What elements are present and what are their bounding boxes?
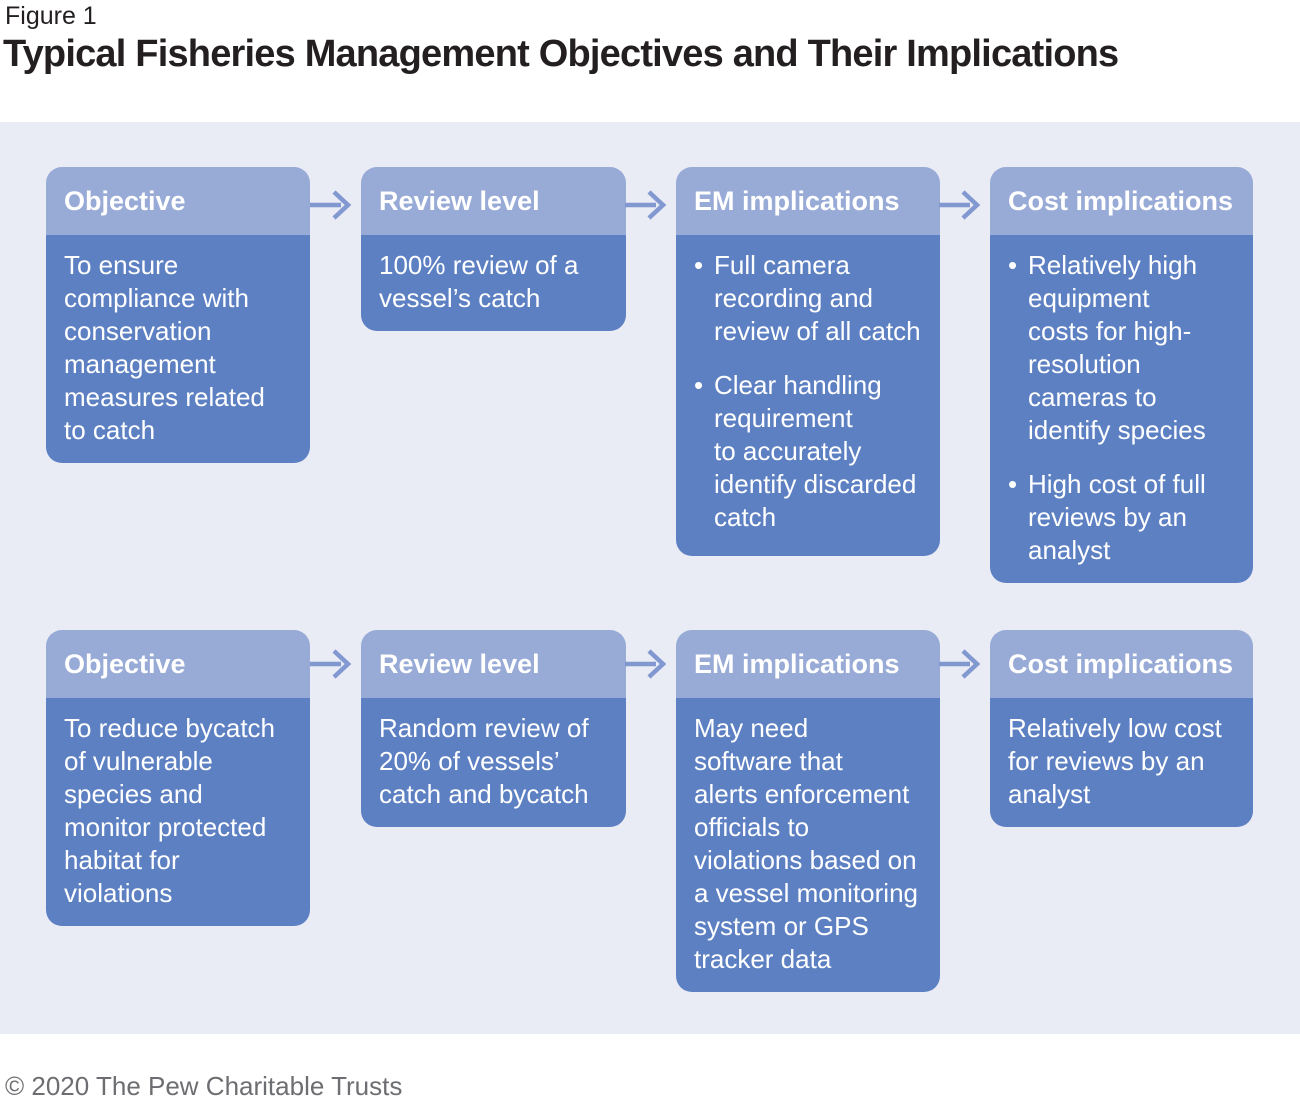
box-header: Cost implications — [990, 630, 1253, 698]
arrow-right-icon — [939, 190, 981, 220]
box-body: 100% review of a vessel’s catch — [361, 235, 626, 331]
arrow-right-icon — [310, 190, 352, 220]
copyright-text: © 2020 The Pew Charitable Trusts — [5, 1071, 403, 1101]
bullet-list: • Full camera recording and review of all… — [694, 249, 922, 534]
box-body: To ensure compliance with conservation m… — [46, 235, 310, 463]
figure-panel: Objective To ensure compliance with cons… — [0, 122, 1300, 1034]
box-body: May need software that alerts enforcemen… — [676, 698, 940, 992]
box-text: Random review of 20% of vessels’ catch a… — [379, 713, 589, 809]
box-header: EM implications — [676, 630, 940, 698]
flow-box-objective-1: Objective To ensure compliance with cons… — [46, 167, 310, 463]
flow-box-objective-2: Objective To reduce bycatch of vulnerabl… — [46, 630, 310, 926]
arrow-right-icon — [310, 649, 352, 679]
bullet-text: High cost of full reviews by an analyst — [1028, 469, 1206, 565]
box-text: To ensure compliance with conservation m… — [64, 250, 265, 445]
flow-box-cost-implications-2: Cost implications Relatively low cost fo… — [990, 630, 1253, 827]
figure-label: Figure 1 — [5, 2, 97, 30]
box-body: • Full camera recording and review of all… — [676, 235, 940, 556]
bullet-icon: • — [1008, 250, 1018, 280]
arrow-right-icon — [625, 190, 667, 220]
bullet-item: • Clear handling requirement to accuratel… — [694, 369, 922, 534]
flow-box-review-level-2: Review level Random review of 20% of ves… — [361, 630, 626, 827]
box-text: 100% review of a vessel’s catch — [379, 250, 579, 313]
arrow-right-icon — [625, 649, 667, 679]
bullet-text: Relatively high equipment costs for high… — [1028, 250, 1206, 445]
box-header: EM implications — [676, 167, 940, 235]
box-body: Random review of 20% of vessels’ catch a… — [361, 698, 626, 827]
bullet-icon: • — [1008, 469, 1018, 499]
bullet-text: Clear handling requirement to accurately… — [714, 370, 917, 532]
box-body: • Relatively high equipment costs for hig… — [990, 235, 1253, 583]
flow-box-review-level-1: Review level 100% review of a vessel’s c… — [361, 167, 626, 331]
figure-title: Typical Fisheries Management Objectives … — [3, 33, 1119, 75]
arrow-right-icon — [939, 649, 981, 679]
bullet-text: Full camera recording and review of all … — [714, 250, 921, 346]
bullet-icon: • — [694, 370, 704, 400]
flow-box-em-implications-2: EM implications May need software that a… — [676, 630, 940, 992]
box-header: Review level — [361, 167, 626, 235]
box-header: Review level — [361, 630, 626, 698]
bullet-item: • Relatively high equipment costs for hig… — [1008, 249, 1235, 447]
box-text: May need software that alerts enforcemen… — [694, 713, 918, 974]
bullet-item: • Full camera recording and review of all… — [694, 249, 922, 348]
bullet-list: • Relatively high equipment costs for hig… — [1008, 249, 1235, 567]
flow-box-em-implications-1: EM implications • Full camera recording a… — [676, 167, 940, 556]
box-header: Objective — [46, 630, 310, 698]
bullet-icon: • — [694, 250, 704, 280]
box-header: Cost implications — [990, 167, 1253, 235]
box-body: To reduce bycatch of vulnerable species … — [46, 698, 310, 926]
box-text: To reduce bycatch of vulnerable species … — [64, 713, 276, 908]
flow-box-cost-implications-1: Cost implications • Relatively high equip… — [990, 167, 1253, 583]
bullet-item: • High cost of full reviews by an analyst — [1008, 468, 1235, 567]
box-header: Objective — [46, 167, 310, 235]
box-text: Relatively low cost for reviews by an an… — [1008, 713, 1222, 809]
box-body: Relatively low cost for reviews by an an… — [990, 698, 1253, 827]
